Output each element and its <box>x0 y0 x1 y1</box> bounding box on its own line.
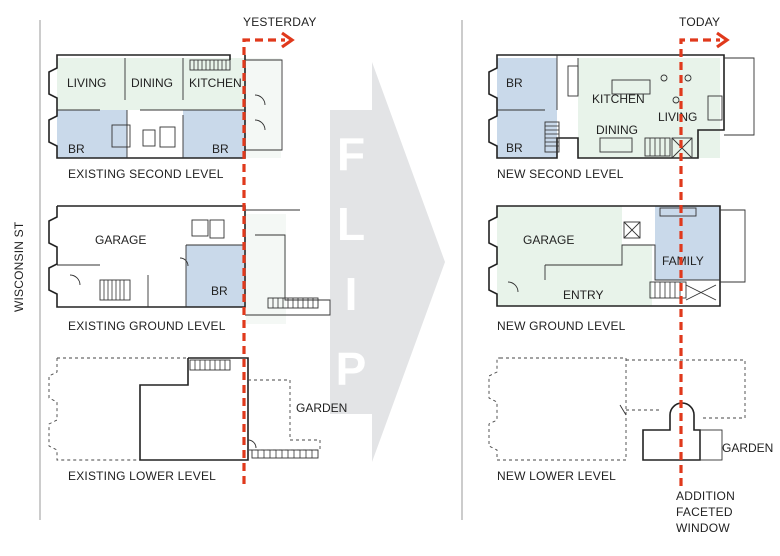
addition-note-line-1: ADDITION <box>676 489 735 503</box>
new-ground-caption: NEW GROUND LEVEL <box>497 319 626 333</box>
flip-letter-f: F <box>337 128 365 180</box>
existing-ground-caption: EXISTING GROUND LEVEL <box>68 319 226 333</box>
existing-second-caption: EXISTING SECOND LEVEL <box>68 167 224 181</box>
new-lower-garden-label: GARDEN <box>722 441 773 455</box>
new-second-caption: NEW SECOND LEVEL <box>497 167 624 181</box>
new-second-living-label: LIVING <box>658 110 697 124</box>
existing-second-dining-label: DINING <box>131 76 173 90</box>
addition-note-line-2: FACETED <box>676 505 733 519</box>
flip-letter-l: L <box>337 198 365 250</box>
yesterday-label: YESTERDAY <box>243 15 317 29</box>
new-second-kitchen-label: KITCHEN <box>592 92 645 106</box>
new-ground-family-label: FAMILY <box>662 254 704 268</box>
today-section-line <box>679 38 720 486</box>
existing-second-kitchen-label: KITCHEN <box>189 76 242 90</box>
new-second-br1-label: BR <box>506 76 523 90</box>
existing-ground-level-plan <box>48 205 331 324</box>
addition-note-line-3: WINDOW <box>676 521 730 535</box>
existing-second-living-label: LIVING <box>67 76 106 90</box>
existing-lower-caption: EXISTING LOWER LEVEL <box>68 469 216 483</box>
new-ground-level-plan <box>488 205 746 307</box>
existing-lower-garden-label: GARDEN <box>296 401 347 415</box>
existing-ground-garage-label: GARAGE <box>95 233 146 247</box>
new-ground-entry-label: ENTRY <box>563 288 603 302</box>
yesterday-section-line <box>242 38 285 484</box>
new-second-dining-label: DINING <box>596 123 638 137</box>
today-arrowhead <box>716 31 730 49</box>
new-lower-caption: NEW LOWER LEVEL <box>497 469 616 483</box>
existing-second-br2-label: BR <box>212 142 229 156</box>
existing-ground-br-label: BR <box>211 284 228 298</box>
new-ground-garage-label: GARAGE <box>523 233 574 247</box>
street-label: WISCONSIN ST <box>12 221 26 312</box>
flip-letter-i: I <box>345 268 358 320</box>
existing-lower-level-plan <box>48 357 321 461</box>
today-label: TODAY <box>679 15 720 29</box>
flip-letter-p: P <box>336 343 367 395</box>
new-lower-level-plan <box>488 357 746 461</box>
new-second-br2-label: BR <box>506 141 523 155</box>
existing-second-level-plan <box>48 54 283 159</box>
new-second-level-plan <box>488 54 755 159</box>
flip-arrow <box>330 62 445 462</box>
yesterday-arrowhead <box>281 31 295 49</box>
existing-second-br1-label: BR <box>68 142 85 156</box>
